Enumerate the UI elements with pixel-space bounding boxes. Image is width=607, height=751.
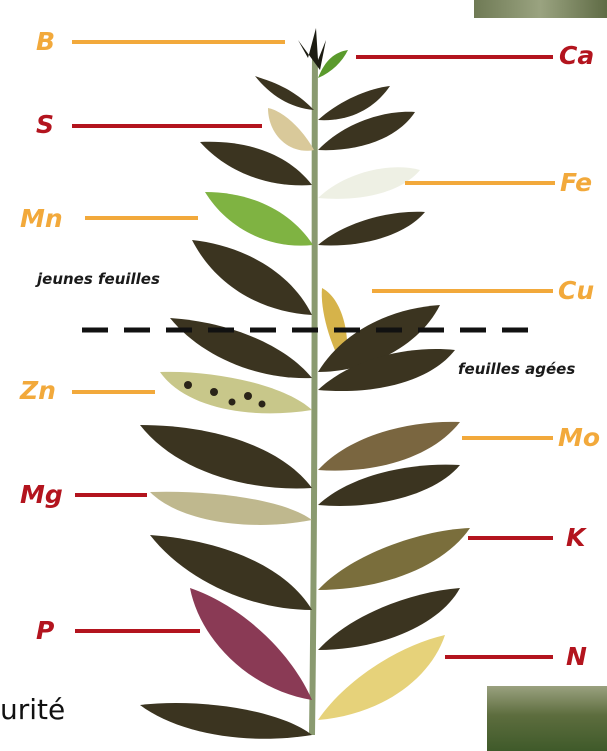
label-mo: Mo	[558, 425, 600, 450]
leaf-fe-deficiency	[318, 167, 420, 199]
leaf-k-deficiency	[318, 528, 470, 590]
leaf-zn-deficiency	[160, 372, 312, 414]
note-old-leaves: feuilles agées	[458, 362, 575, 377]
label-zn: Zn	[20, 378, 56, 403]
leaf	[318, 212, 425, 246]
label-n: N	[566, 644, 587, 669]
plant-stem	[312, 58, 315, 735]
leaf	[318, 86, 390, 120]
partial-caption-text: urité	[0, 696, 65, 724]
label-p: P	[36, 618, 54, 643]
leaf-s-deficiency	[268, 108, 314, 151]
label-s: S	[36, 112, 54, 137]
label-cu: Cu	[558, 278, 594, 303]
leaf	[150, 535, 312, 610]
leaf	[140, 425, 312, 488]
label-ca: Ca	[559, 43, 594, 68]
left-leaves	[140, 76, 314, 739]
leaf	[140, 703, 312, 739]
leaf	[255, 76, 314, 110]
label-fe: Fe	[560, 170, 592, 195]
leaf	[170, 318, 312, 378]
leaf-mn-deficiency	[205, 192, 313, 246]
leaf-mg-deficiency	[150, 492, 312, 525]
leaf	[192, 240, 312, 315]
leaf-mo-deficiency	[318, 422, 460, 471]
label-mg: Mg	[20, 482, 63, 507]
label-k: K	[566, 525, 585, 550]
note-young-leaves: jeunes feuilles	[37, 272, 160, 287]
label-mn: Mn	[20, 206, 63, 231]
leaf	[318, 465, 460, 506]
label-b: B	[36, 29, 55, 54]
